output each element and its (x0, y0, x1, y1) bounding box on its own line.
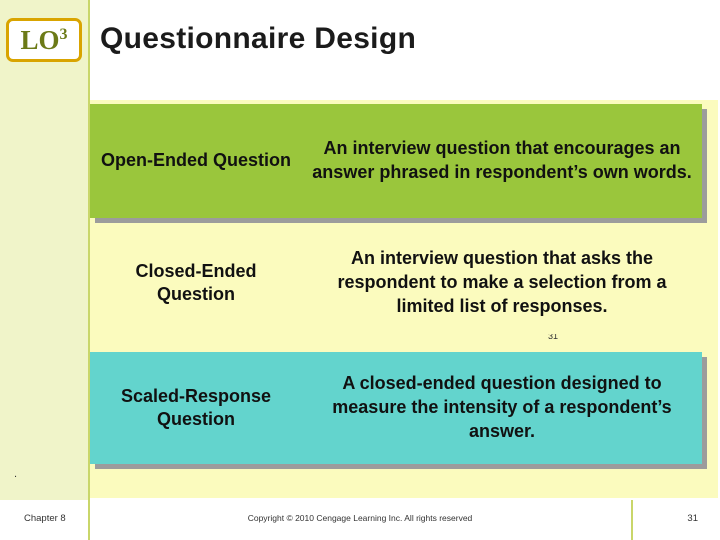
learning-objective-number: 3 (59, 25, 68, 43)
row-body: Scaled-Response Question A closed-ended … (90, 352, 702, 464)
term-cell: Open-Ended Question (100, 150, 291, 171)
learning-objective-badge: LO3 (6, 18, 82, 62)
page-title: Questionnaire Design (100, 22, 417, 55)
definition-cell: An interview question that encourages an… (312, 138, 692, 182)
right-edge (718, 0, 720, 540)
dot-mark: . (14, 468, 18, 480)
row-body: Closed-Ended Question An interview quest… (90, 232, 702, 334)
learning-objective-text: LO3 (20, 24, 68, 55)
footer-page-number: 31 (687, 513, 698, 524)
term-cell: Scaled-Response Question (120, 385, 272, 429)
row-body: Open-Ended Question An interview questio… (90, 104, 702, 218)
learning-objective-prefix: LO (20, 24, 60, 55)
left-decorative-band (0, 0, 90, 540)
footer-copyright: Copyright © 2010 Cengage Learning Inc. A… (247, 513, 473, 523)
term-cell: Closed-Ended Question (135, 260, 257, 304)
table-row: Closed-Ended Question An interview quest… (90, 232, 702, 334)
table-row: Scaled-Response Question A closed-ended … (90, 352, 707, 469)
footer-chapter-label: Chapter 8 (24, 513, 66, 524)
definition-cell: A closed-ended question designed to meas… (332, 373, 672, 441)
mid-page-number: 31 (548, 331, 559, 341)
table-row: Open-Ended Question An interview questio… (90, 104, 707, 223)
footer-bar (0, 500, 720, 540)
footer-divider-left (88, 500, 90, 540)
definition-cell: An interview question that asks the resp… (337, 248, 667, 316)
footer-divider-right (631, 500, 633, 540)
left-band-inner (0, 0, 88, 540)
